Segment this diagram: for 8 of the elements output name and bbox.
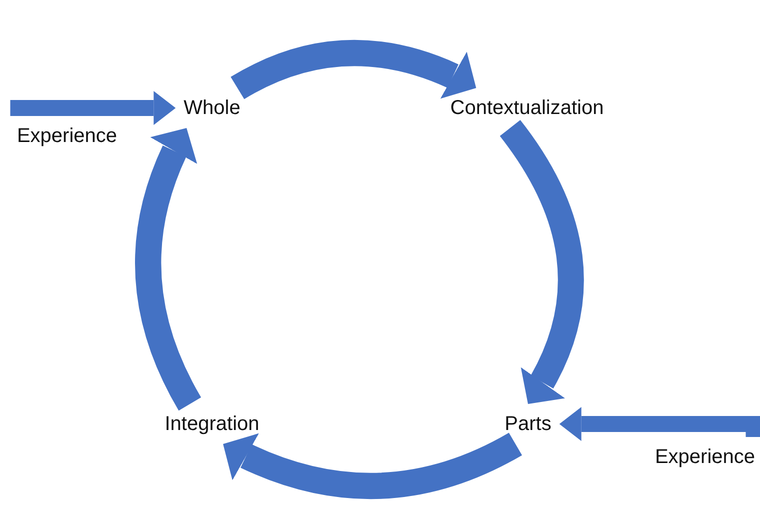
block-arrow xyxy=(10,91,176,125)
stage-label: Whole xyxy=(184,96,240,120)
stage-label: Contextualization xyxy=(450,96,604,120)
stage-label: Integration xyxy=(164,412,260,436)
stage-label: Parts xyxy=(504,412,552,436)
block-arrow xyxy=(559,407,760,441)
stage-label: Experience xyxy=(654,445,756,469)
stage-label: Experience xyxy=(16,124,118,148)
